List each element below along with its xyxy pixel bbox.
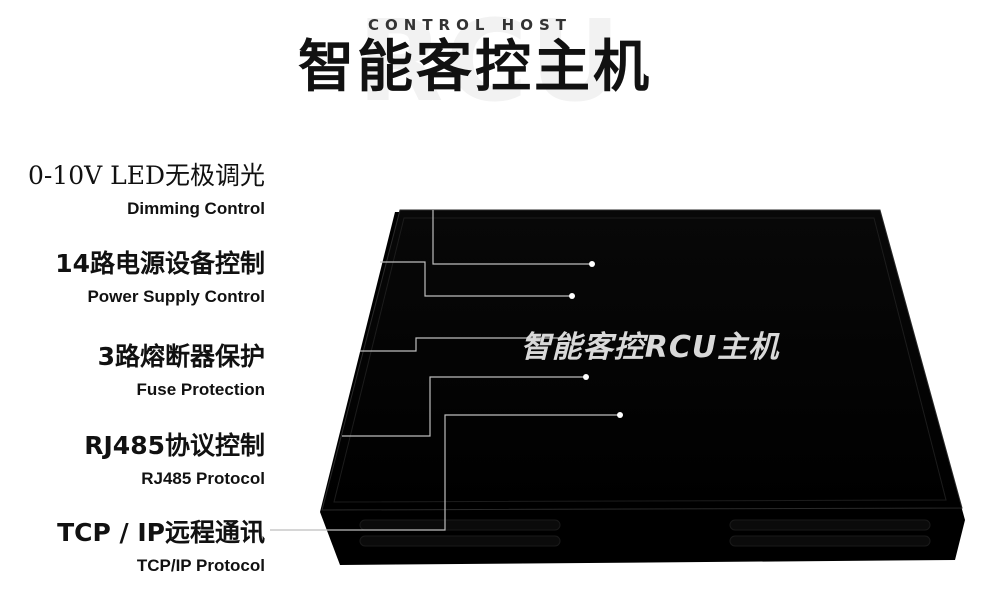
- feature-power-supply: 14路电源设备控制 Power Supply Control: [55, 248, 265, 308]
- feature-cn: RJ485协议控制: [84, 431, 265, 460]
- feature-dimming: 0-10V LED无极调光 Dimming Control: [28, 160, 265, 220]
- rcu-watermark: RCU: [357, 0, 623, 127]
- callout-line-fuse: [360, 337, 560, 352]
- page-kicker: CONTROL HOST: [368, 16, 572, 34]
- feature-en: RJ485 Protocol: [141, 469, 265, 488]
- feature-en: TCP/IP Protocol: [136, 556, 265, 575]
- feature-en: Power Supply Control: [87, 287, 265, 306]
- vent-slot: [359, 519, 561, 531]
- feature-fuse: 3路熔断器保护 Fuse Protection: [98, 341, 265, 401]
- callout-dot: [589, 261, 595, 267]
- callout-line-rs485: [342, 376, 586, 437]
- vent-slot: [359, 535, 561, 547]
- feature-tcpip: TCP / IP远程通讯 TCP/IP Protocol: [57, 517, 265, 577]
- callout-dot: [569, 293, 575, 299]
- vent-slot: [729, 519, 931, 531]
- feature-en: Dimming Control: [127, 199, 265, 218]
- feature-cn: 0-10V LED无极调光: [27, 161, 265, 190]
- feature-cn: TCP / IP远程通讯: [57, 518, 265, 547]
- feature-en: Fuse Protection: [136, 380, 265, 399]
- device-top-face: [321, 209, 963, 511]
- feature-rj485: RJ485协议控制 RJ485 Protocol: [84, 430, 265, 490]
- callout-line-tcpip: [270, 414, 620, 531]
- device-top-inner-edge: [333, 217, 947, 503]
- callout-line-dimming: [432, 210, 592, 265]
- feature-cn: 3路熔断器保护: [97, 342, 265, 371]
- callout-line-power: [380, 261, 572, 297]
- page-title: 智能客控主机: [298, 35, 652, 100]
- feature-cn: 14路电源设备控制: [55, 249, 265, 278]
- device-label: 智能客控RCU主机: [520, 330, 780, 365]
- vent-slot: [729, 535, 931, 547]
- callout-dot: [583, 374, 589, 380]
- callout-dot: [617, 412, 623, 418]
